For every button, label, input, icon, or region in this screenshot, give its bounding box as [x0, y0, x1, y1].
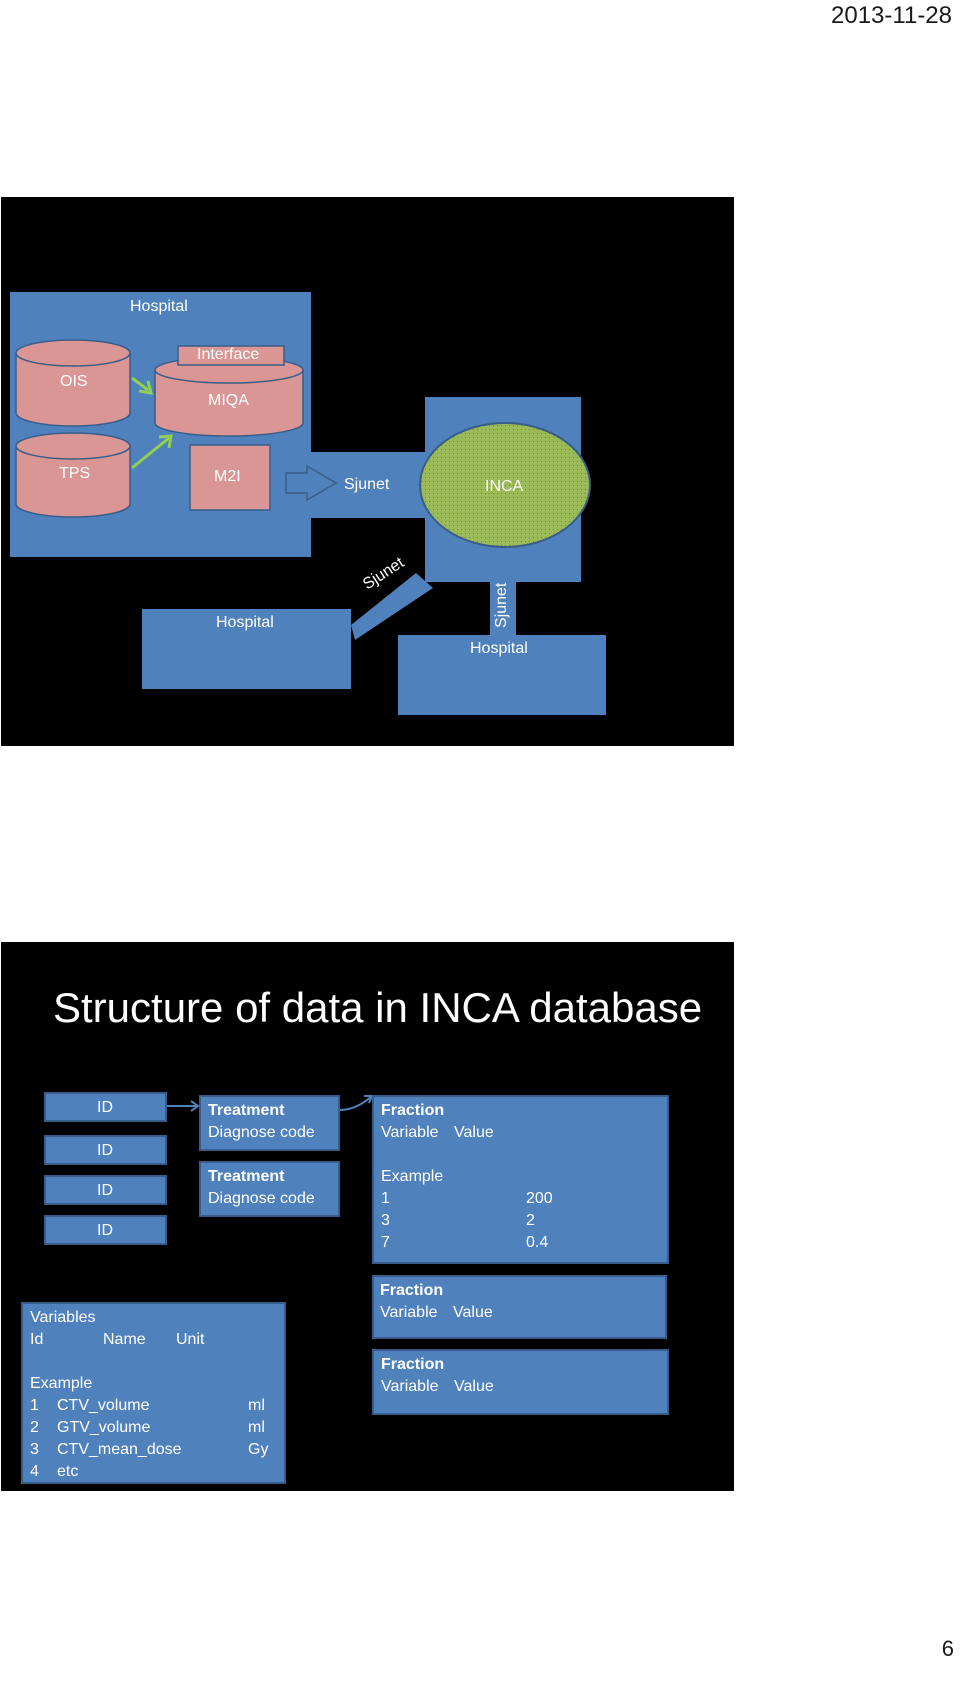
page-date: 2013-11-28	[831, 2, 952, 29]
variables-row-name: etc	[57, 1463, 79, 1480]
fraction-header-variable: Variable	[380, 1304, 438, 1321]
hospital-left-label: Hospital	[216, 614, 274, 631]
page-number: 6	[941, 1636, 954, 1661]
sjunet-vertical-label: Sjunet	[493, 582, 510, 628]
fraction-title: Fraction	[380, 1282, 444, 1299]
variables-row-id: 3	[30, 1441, 39, 1458]
treatment-box: Treatment Diagnose code	[199, 1161, 340, 1217]
fraction-small-box: Fraction Variable Value	[372, 1349, 669, 1415]
arrow-treatment-fraction	[339, 1095, 374, 1111]
miqa-label: MIQA	[208, 392, 249, 409]
treatment-sub: Diagnose code	[208, 1124, 315, 1141]
variables-row-name: GTV_volume	[57, 1419, 151, 1436]
hospital-right-box	[398, 635, 606, 715]
hospital-main-label: Hospital	[130, 298, 188, 315]
id-box: ID	[44, 1135, 167, 1165]
variables-row-unit: ml	[248, 1419, 265, 1436]
variables-row-id: 1	[30, 1397, 39, 1414]
slide-data-structure: Structure of data in INCA database ID ID…	[1, 942, 734, 1491]
fraction-row-variable: 3	[381, 1212, 390, 1229]
fraction-row-value: 0.4	[526, 1234, 549, 1251]
variables-example-label: Example	[30, 1375, 93, 1392]
variables-row-unit: Gy	[248, 1441, 269, 1458]
structure-arrows	[167, 1095, 374, 1112]
sjunet-main-label: Sjunet	[344, 476, 390, 493]
tps-label: TPS	[59, 465, 91, 482]
slide-network-diagram: Hospital	[1, 197, 734, 746]
ois-cylinder	[15, 339, 131, 427]
variables-header-name: Name	[103, 1331, 146, 1348]
treatment-sub: Diagnose code	[208, 1190, 315, 1207]
variables-row-id: 4	[30, 1463, 39, 1480]
arrow-id-treatment	[167, 1100, 200, 1112]
m2i-box	[189, 444, 271, 511]
m2i-label: M2I	[214, 468, 241, 485]
slide-title: Structure of data in INCA database	[53, 984, 703, 1031]
fraction-header-value: Value	[453, 1304, 493, 1321]
id-label: ID	[97, 1182, 113, 1199]
variables-title: Variables	[30, 1309, 96, 1326]
block-arrow-m2i-sjunet	[285, 464, 338, 502]
fraction-main-box: Fraction Variable Value Example 1 200 3 …	[372, 1095, 669, 1264]
fraction-row-value: 2	[526, 1212, 535, 1229]
interface-box	[177, 345, 285, 366]
id-box: ID	[44, 1215, 167, 1245]
inca-ellipse	[419, 422, 591, 548]
fraction-row-variable: 7	[381, 1234, 390, 1251]
ois-label: OIS	[60, 373, 88, 390]
id-label: ID	[97, 1142, 113, 1159]
variables-row-name: CTV_mean_dose	[57, 1441, 182, 1458]
sjunet-diagonal-band	[351, 573, 433, 640]
sjunet-vertical-band	[490, 581, 516, 635]
hospital-left-box	[142, 609, 351, 689]
fraction-title: Fraction	[381, 1102, 445, 1119]
fraction-example-label: Example	[381, 1168, 444, 1185]
id-label: ID	[97, 1099, 113, 1116]
interface-label: Interface	[197, 346, 260, 363]
fraction-header-variable: Variable	[381, 1124, 439, 1141]
green-arrow-tps-miqa	[131, 434, 173, 470]
id-label: ID	[97, 1222, 113, 1239]
treatment-title: Treatment	[208, 1168, 285, 1185]
variables-row-unit: ml	[248, 1397, 265, 1414]
diagram-shapes	[15, 339, 591, 640]
tps-cylinder	[15, 432, 131, 518]
variables-row-id: 2	[30, 1419, 39, 1436]
fraction-row-variable: 1	[381, 1190, 390, 1207]
treatment-box: Treatment Diagnose code	[199, 1095, 340, 1151]
fraction-title: Fraction	[381, 1356, 445, 1373]
green-arrow-ois-miqa	[131, 376, 154, 395]
fraction-small-box: Fraction Variable Value	[372, 1275, 667, 1339]
variables-header-unit: Unit	[176, 1331, 205, 1348]
variables-header-id: Id	[30, 1331, 44, 1348]
fraction-header-variable: Variable	[381, 1378, 439, 1395]
variables-row-name: CTV_volume	[57, 1397, 150, 1414]
variables-box: Variables Id Name Unit Example 1 CTV_vol…	[21, 1302, 286, 1484]
hospital-right-label: Hospital	[470, 640, 528, 657]
treatment-title: Treatment	[208, 1102, 285, 1119]
id-box: ID	[44, 1175, 167, 1205]
fraction-row-value: 200	[526, 1190, 553, 1207]
fraction-header-value: Value	[454, 1378, 494, 1395]
id-box: ID	[44, 1092, 167, 1122]
inca-label: INCA	[485, 478, 524, 495]
fraction-header-value: Value	[454, 1124, 494, 1141]
